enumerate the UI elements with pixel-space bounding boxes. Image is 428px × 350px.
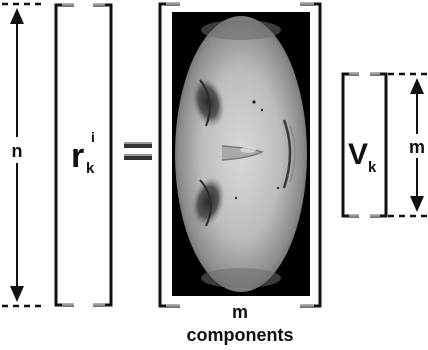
rhs-symbol-base: V [348, 138, 368, 171]
rhs-symbol-subscript: k [368, 159, 377, 176]
m-dimension-indicator: m [388, 74, 428, 216]
matrix-caption: components [186, 325, 293, 345]
matrix-columns-label: m [232, 302, 248, 322]
arrow-down-icon [410, 196, 424, 212]
rhs-symbol: V k [348, 138, 377, 176]
n-label: n [12, 141, 23, 161]
right-m-label: m [409, 137, 425, 157]
face-image-rotated [172, 12, 310, 296]
lhs-symbol-subscript: k [86, 160, 95, 177]
matrix-labels: m components [186, 302, 293, 345]
lhs-symbol-superscript: i [91, 129, 95, 145]
equals-sign: = [124, 142, 152, 160]
arrow-up-icon [10, 8, 24, 24]
n-dimension-indicator: n [2, 4, 46, 306]
arrow-up-icon [410, 78, 424, 94]
arrow-down-icon [10, 286, 24, 302]
lhs-symbol: r i k [71, 129, 95, 177]
lhs-symbol-base: r [71, 137, 84, 175]
